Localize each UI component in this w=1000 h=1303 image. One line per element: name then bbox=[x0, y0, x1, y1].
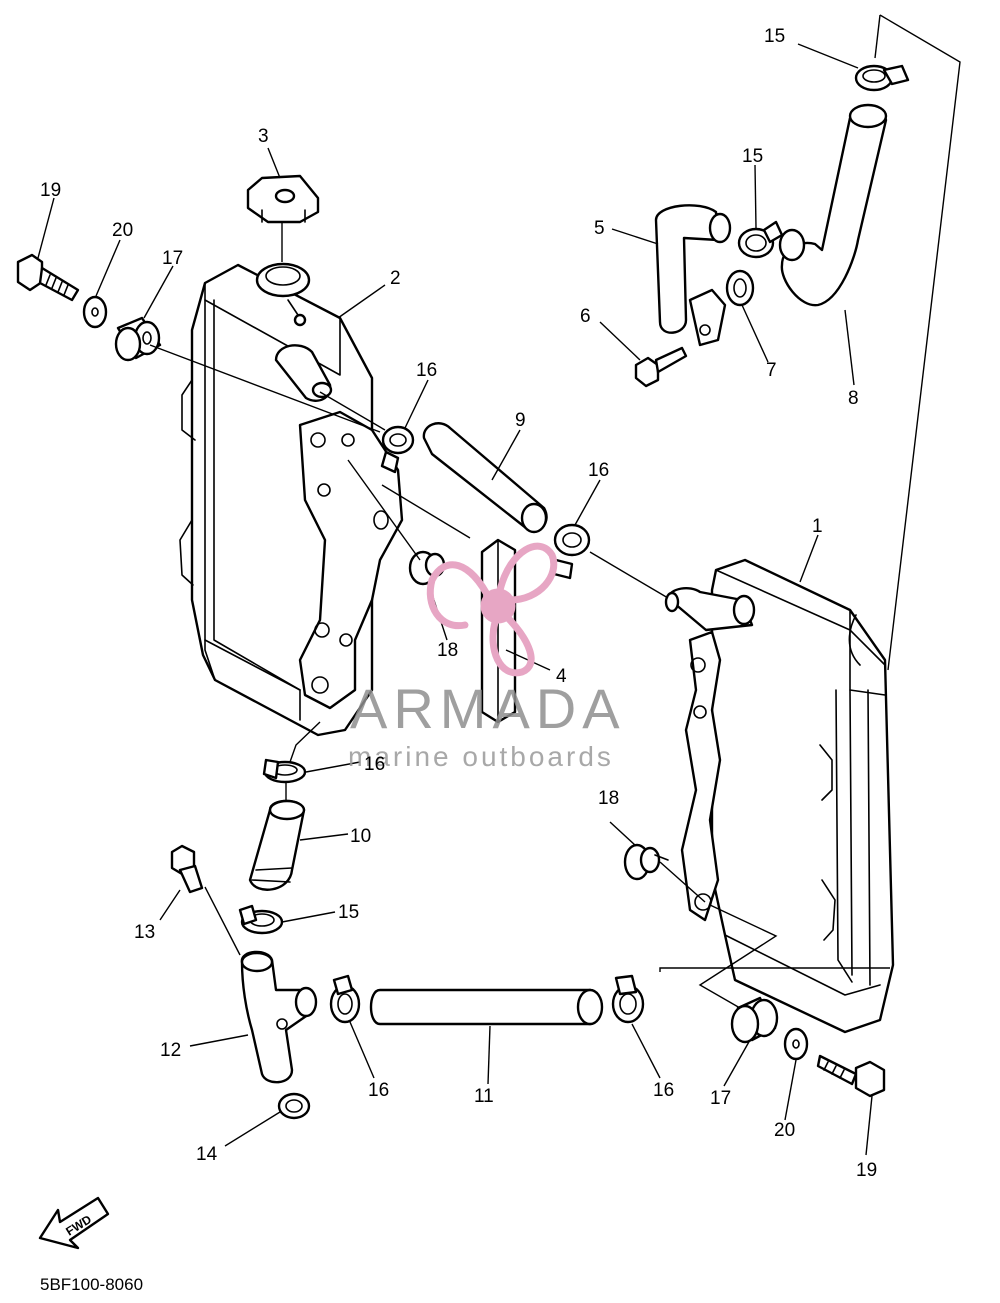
callout-19-right: 19 bbox=[856, 1160, 877, 1181]
left-radiator-part-2 bbox=[179, 262, 404, 737]
grommet-part-18-left bbox=[408, 550, 446, 586]
hose-part-9 bbox=[422, 422, 548, 534]
armada-watermark: ARMADA marine outboards bbox=[348, 542, 626, 772]
callout-13: 13 bbox=[134, 922, 155, 943]
clamp-part-16-upper-right bbox=[552, 523, 591, 580]
callout-1: 1 bbox=[812, 516, 823, 537]
watermark-tagline: marine outboards bbox=[348, 741, 614, 772]
clamp-part-15-lower bbox=[238, 904, 284, 935]
callout-18-right: 18 bbox=[598, 788, 619, 809]
fwd-arrow-icon: FWD bbox=[38, 1196, 110, 1250]
clamp-part-15-middle bbox=[737, 220, 784, 259]
callout-16-upper-left: 16 bbox=[416, 360, 437, 381]
callout-11: 11 bbox=[474, 1086, 494, 1107]
callout-12: 12 bbox=[160, 1040, 181, 1061]
washer-part-20-right bbox=[783, 1027, 809, 1061]
rubber-strip-part-4 bbox=[480, 538, 517, 724]
clamp-part-16-bottom-right bbox=[611, 974, 645, 1024]
o-ring-part-7 bbox=[725, 269, 755, 307]
propeller-logo bbox=[426, 542, 558, 677]
hose-part-5 bbox=[654, 204, 732, 347]
right-radiator-part-1 bbox=[664, 558, 895, 1034]
callout-14: 14 bbox=[196, 1144, 218, 1165]
callout-15-lower: 15 bbox=[338, 902, 359, 923]
callout-7: 7 bbox=[766, 360, 777, 381]
washer-part-20-left bbox=[82, 295, 108, 329]
bolt-part-13 bbox=[170, 844, 204, 894]
radiator-cap-part-3 bbox=[246, 174, 320, 224]
clamp-part-16-lower bbox=[262, 758, 307, 784]
grommet-part-18-right bbox=[623, 843, 669, 881]
callout-16-bottom-left: 16 bbox=[368, 1080, 389, 1101]
callout-20-left: 20 bbox=[112, 220, 133, 241]
callout-20-right: 20 bbox=[774, 1120, 795, 1141]
callout-16-lower: 16 bbox=[364, 754, 385, 775]
diagram-code: 5BF100-8060 bbox=[40, 1275, 143, 1294]
hose-part-11 bbox=[369, 988, 604, 1026]
hose-part-8 bbox=[778, 103, 888, 307]
callout-labels: 15 15 3 19 20 17 2 5 6 7 8 16 9 16 1 18 … bbox=[40, 26, 877, 1181]
bolt-part-6 bbox=[634, 346, 688, 388]
bolt-part-19-left bbox=[16, 253, 80, 302]
assembly-lines bbox=[149, 14, 961, 1009]
water-pipe-joint-part-12 bbox=[240, 950, 318, 1084]
callout-4: 4 bbox=[556, 666, 567, 687]
callout-10: 10 bbox=[350, 826, 371, 847]
callout-19-left: 19 bbox=[40, 180, 61, 201]
callout-16-bottom-right: 16 bbox=[653, 1080, 674, 1101]
callout-17-right: 17 bbox=[710, 1088, 731, 1109]
collar-part-17-right bbox=[730, 996, 779, 1044]
clamp-part-16-bottom-left bbox=[329, 974, 361, 1024]
collar-part-17-left bbox=[114, 316, 162, 362]
hose-part-10 bbox=[248, 799, 306, 891]
clamp-part-16-upper-left bbox=[380, 425, 415, 474]
callout-15-top: 15 bbox=[764, 26, 785, 47]
callout-17-left: 17 bbox=[162, 248, 183, 269]
clamp-part-15-top bbox=[854, 64, 910, 92]
leader-lines bbox=[37, 43, 873, 1156]
callout-5: 5 bbox=[594, 218, 605, 239]
callout-16-upper-right: 16 bbox=[588, 460, 609, 481]
callout-9: 9 bbox=[515, 410, 526, 431]
o-ring-part-14 bbox=[277, 1092, 311, 1120]
watermark-brand: ARMADA bbox=[350, 677, 626, 740]
callout-8: 8 bbox=[848, 388, 859, 409]
callout-3: 3 bbox=[258, 126, 269, 147]
callout-15-middle: 15 bbox=[742, 146, 763, 167]
bolt-part-19-right bbox=[816, 1054, 886, 1098]
callout-6: 6 bbox=[580, 306, 591, 327]
callout-2: 2 bbox=[390, 268, 401, 289]
callout-18-left: 18 bbox=[437, 640, 458, 661]
